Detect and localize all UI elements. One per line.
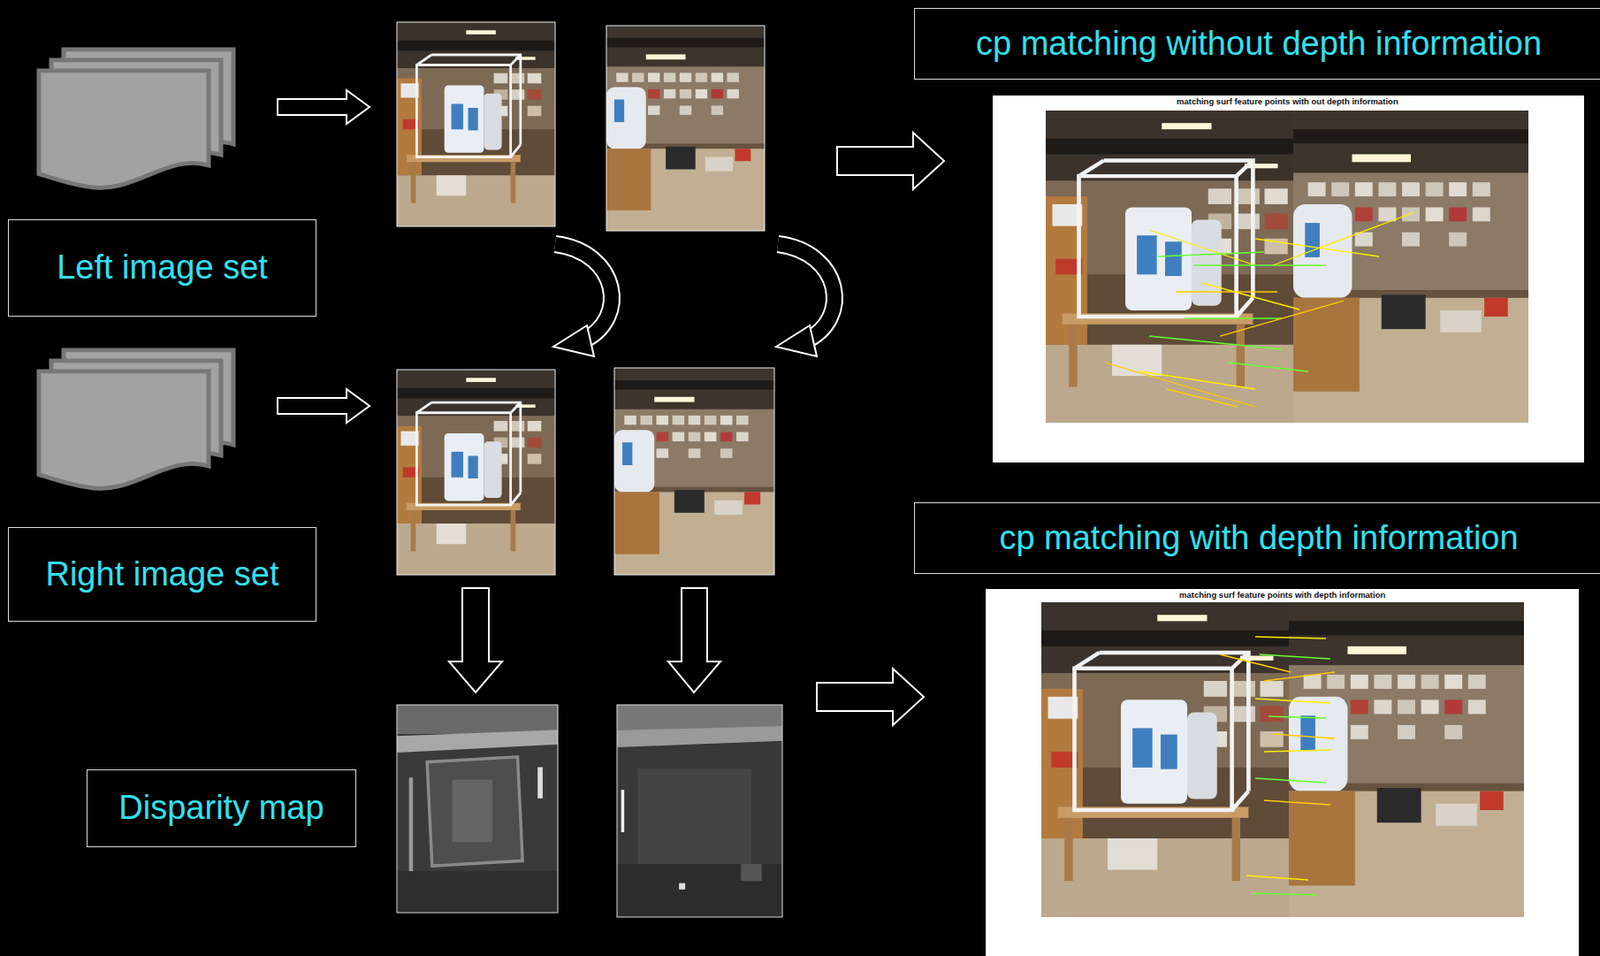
disparity-maps: [396, 704, 783, 917]
image-stack: [38, 49, 234, 189]
photo-frame: [396, 704, 558, 913]
photo: [614, 367, 775, 575]
match-line: [1219, 300, 1344, 336]
match-line: [1255, 698, 1331, 703]
curved-arrow-band: [555, 243, 612, 341]
match-line: [1158, 251, 1265, 257]
hollow-arrow: [277, 388, 370, 423]
curved-arrow: [776, 243, 835, 357]
match-line: [1193, 264, 1326, 266]
text-box: Left image set: [7, 219, 317, 317]
match-line: [1202, 282, 1300, 310]
white-panel: [992, 95, 1585, 463]
photo: [606, 25, 765, 231]
match-line: [1228, 362, 1309, 372]
curved-arrow-band: [777, 243, 835, 341]
text-box: cp matching without depth information: [914, 7, 1600, 80]
photo-frame: [614, 367, 775, 575]
photo: [396, 369, 556, 575]
match-line: [1255, 238, 1380, 257]
hollow-arrow: [668, 587, 721, 693]
curved-arrow-band: [555, 243, 612, 341]
hollow-arrow: [277, 90, 370, 124]
match-lines: [1219, 636, 1335, 895]
match-line: [1175, 290, 1278, 292]
result-panel: [985, 588, 1579, 956]
curved-arrow-head: [553, 325, 595, 357]
box-label: Right image set: [45, 555, 279, 595]
match-line: [1246, 875, 1309, 880]
panorama: [1045, 110, 1529, 423]
box-label: Left image set: [56, 248, 268, 288]
hollow-arrow: [837, 132, 945, 190]
photo-frame: [606, 25, 765, 231]
photo-frame: [617, 704, 783, 917]
match-line: [1184, 317, 1282, 319]
panorama: [1041, 601, 1524, 917]
match-line: [1268, 716, 1326, 718]
white-panel: [985, 588, 1579, 956]
match-line: [1272, 212, 1415, 266]
box-label: Disparity map: [118, 788, 324, 828]
box-label: cp matching without depth information: [975, 24, 1542, 64]
photo-frame: [396, 22, 556, 227]
match-line: [1104, 362, 1256, 407]
hollow-arrow: [816, 668, 924, 725]
match-line: [1264, 800, 1331, 805]
disparity-image: [396, 704, 558, 913]
panel-title: matching surf feature points with depth …: [1177, 590, 1387, 600]
match-line: [1149, 229, 1256, 266]
match-line: [1149, 335, 1282, 350]
document-icon: [38, 371, 209, 489]
result-panel: [992, 95, 1585, 463]
match-line: [1272, 733, 1335, 739]
text-box: cp matching with depth information: [914, 502, 1600, 574]
photo-frame: [396, 369, 556, 575]
text-box: Disparity map: [86, 769, 357, 847]
curved-arrow-head: [776, 325, 817, 357]
curved-arrow: [553, 243, 612, 357]
match-line: [1255, 777, 1326, 783]
match-line: [1140, 371, 1256, 389]
text-box: Right image set: [7, 526, 317, 622]
hollow-arrow: [449, 587, 503, 693]
document-icon: [38, 70, 209, 189]
match-line: [1264, 671, 1335, 681]
photo: [396, 22, 556, 227]
panel-title: matching surf feature points with out de…: [1174, 97, 1401, 107]
disparity-image: [617, 704, 783, 917]
match-line: [1255, 636, 1326, 639]
photos: [396, 22, 775, 575]
match-line: [1250, 892, 1318, 895]
match-line: [1219, 654, 1291, 672]
match-lines: [1104, 212, 1415, 407]
curved-arrow-band: [777, 243, 835, 341]
match-line: [1264, 749, 1331, 752]
box-label: cp matching with depth information: [998, 518, 1518, 558]
image-stack: [38, 350, 234, 489]
match-line: [1259, 654, 1331, 659]
